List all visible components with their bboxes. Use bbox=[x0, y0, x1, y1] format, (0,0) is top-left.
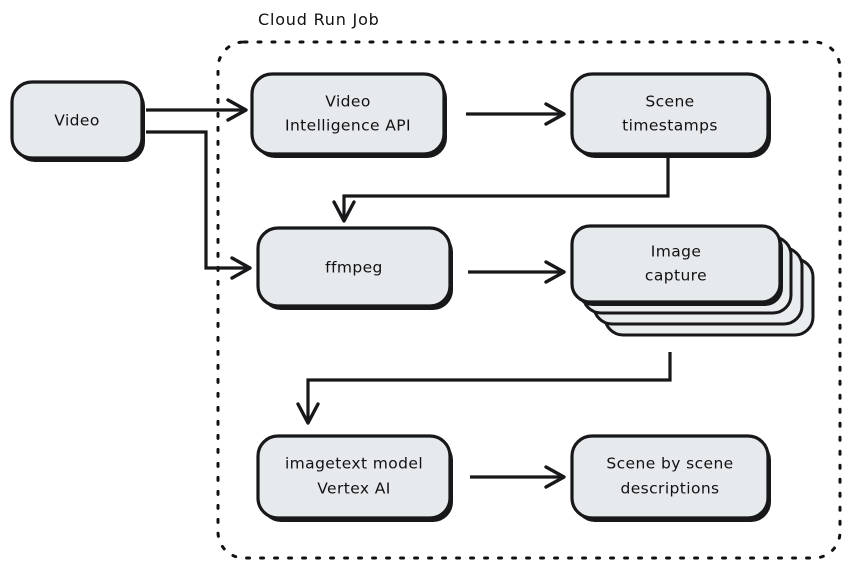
video-intelligence-api-node-body bbox=[250, 72, 446, 156]
edge-layer bbox=[146, 98, 672, 489]
edge-imagetext-model-to-scene-descriptions-arrowhead bbox=[544, 465, 566, 489]
video-intelligence-api-node-label-line-2: Intelligence API bbox=[285, 117, 411, 135]
edge-video-to-video-intelligence-api-arrowhead bbox=[226, 98, 248, 122]
edge-ffmpeg-to-image-capture-arrowhead bbox=[544, 260, 566, 284]
edge-image-capture-to-imagetext-model-arrowhead bbox=[296, 402, 320, 425]
scene-descriptions-node-label-line-2: descriptions bbox=[620, 480, 719, 498]
edge-image-capture-to-imagetext-model-line bbox=[306, 352, 672, 420]
cloud-run-job-boundary bbox=[216, 40, 842, 560]
edge-video-to-ffmpeg-line bbox=[146, 130, 248, 270]
ffmpeg-node-body bbox=[256, 226, 452, 308]
ffmpeg-node-label-line-1: ffmpeg bbox=[325, 259, 383, 277]
video-intelligence-api-node[interactable]: Video Intelligence API bbox=[250, 72, 447, 158]
imagetext-model-node[interactable]: imagetext model Vertex AI bbox=[256, 434, 453, 522]
image-capture-node-label-line-1: Image bbox=[651, 243, 702, 261]
video-intelligence-api-node-label-line-1: Video bbox=[325, 93, 370, 111]
cloud-run-job-title: Cloud Run Job bbox=[258, 10, 380, 29]
image-capture-node[interactable]: Image capture bbox=[570, 224, 815, 337]
scene-timestamps-node-label-line-1: Scene bbox=[645, 93, 694, 111]
scene-descriptions-node-label-line-1: Scene by scene bbox=[606, 455, 733, 473]
imagetext-model-node-label-line-1: imagetext model bbox=[285, 455, 423, 473]
edge-video-intelligence-api-to-scene-timestamps-arrowhead bbox=[544, 102, 566, 126]
scene-timestamps-node-body bbox=[570, 72, 770, 156]
edge-scene-timestamps-to-ffmpeg-arrowhead bbox=[332, 200, 356, 223]
image-capture-node-body bbox=[570, 224, 782, 304]
video-node-body bbox=[10, 80, 144, 160]
scene-timestamps-node-label-line-2: timestamps bbox=[622, 117, 718, 135]
scene-descriptions-node-body bbox=[570, 434, 770, 520]
video-node[interactable]: Video bbox=[10, 80, 145, 162]
edge-scene-timestamps-to-ffmpeg-line bbox=[342, 158, 670, 218]
scene-timestamps-node[interactable]: Scene timestamps bbox=[570, 72, 771, 158]
image-capture-node-label-line-2: capture bbox=[645, 267, 707, 285]
edge-video-to-ffmpeg-arrowhead bbox=[230, 256, 252, 280]
ffmpeg-node[interactable]: ffmpeg bbox=[256, 226, 453, 310]
video-node-label-line-1: Video bbox=[54, 112, 99, 130]
scene-descriptions-node[interactable]: Scene by scene descriptions bbox=[570, 434, 771, 522]
imagetext-model-node-body bbox=[256, 434, 452, 520]
imagetext-model-node-label-line-2: Vertex AI bbox=[317, 480, 391, 498]
